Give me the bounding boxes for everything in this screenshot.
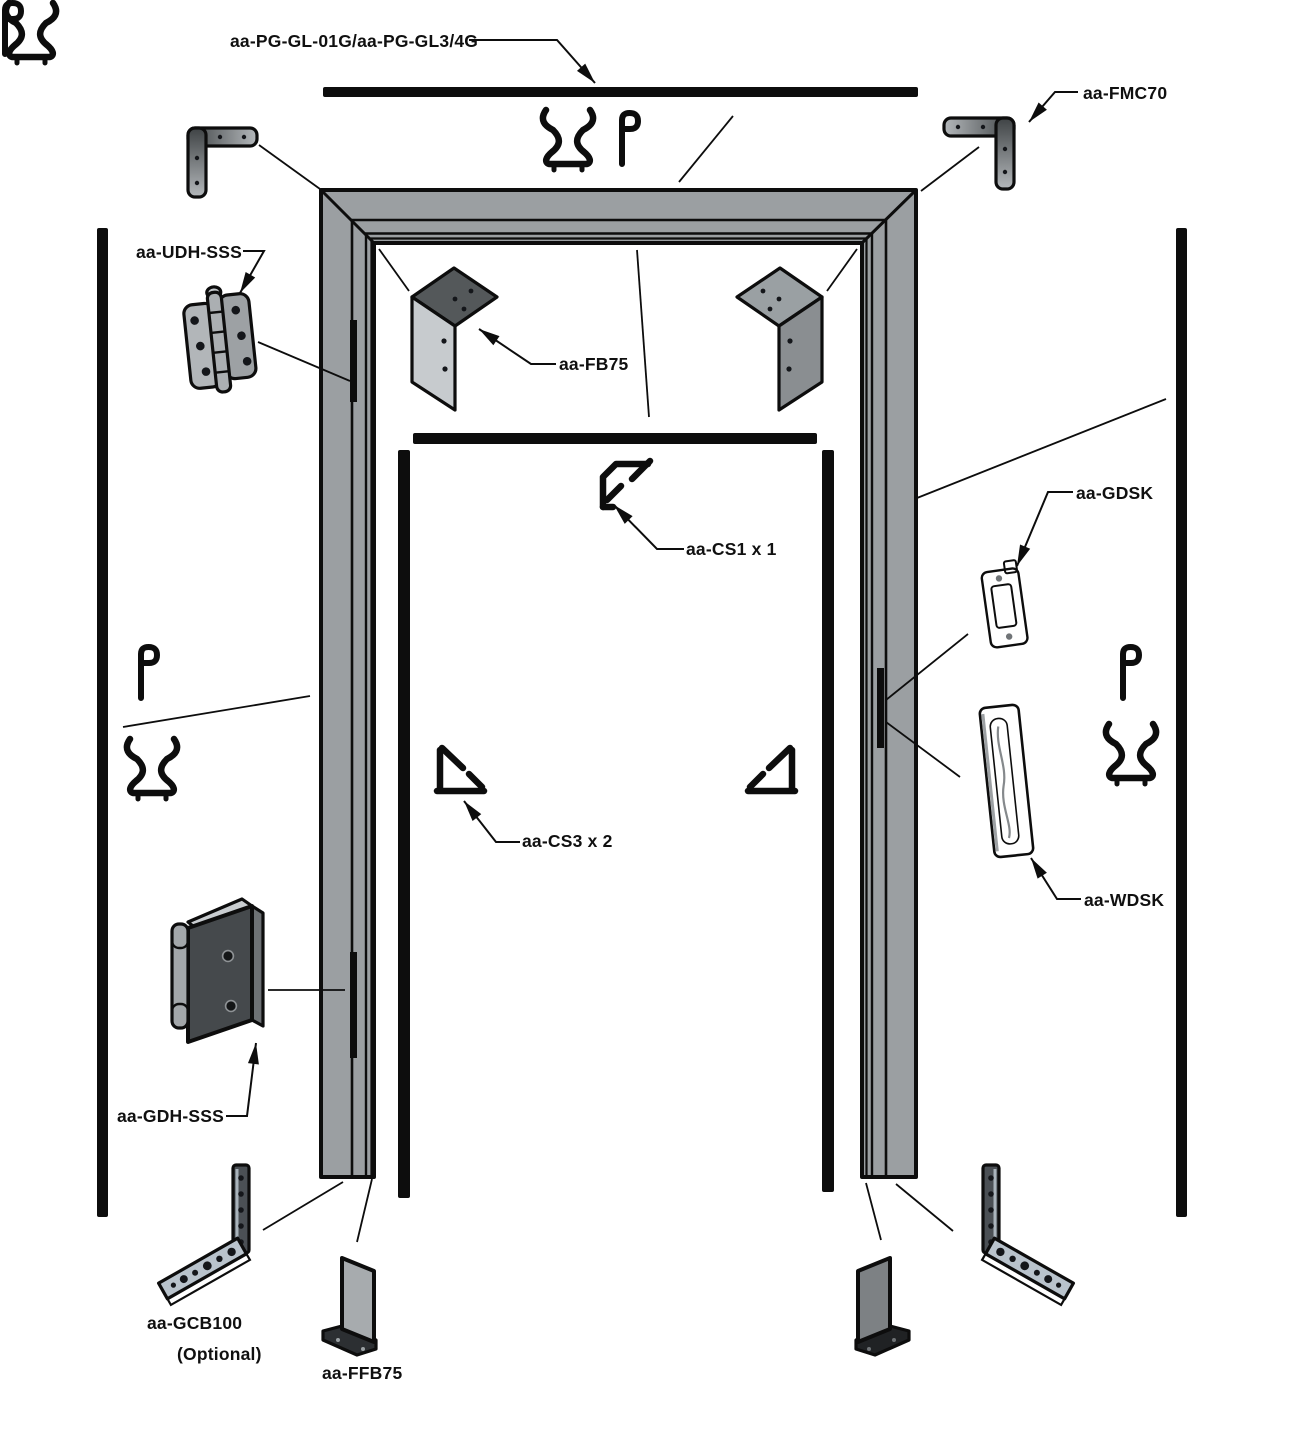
leader-corner-to-fb75-left — [378, 248, 410, 292]
gasket-p-profile-left — [141, 647, 157, 698]
label-cs1: aa-CS1 x 1 — [686, 539, 777, 559]
ffb75-bracket-right — [854, 1256, 911, 1357]
udh-hinge — [182, 285, 258, 394]
leader-fmc70-left-to-frame — [258, 144, 321, 190]
label-leaders — [226, 39, 1081, 1117]
wall-channel-left — [97, 228, 108, 1217]
gasket-p-profile-right — [1123, 647, 1139, 698]
wdsk-keep — [978, 703, 1035, 859]
leader-gasket-left — [122, 695, 311, 728]
leader-recess-to-wdsk — [885, 721, 961, 778]
door-frame — [319, 188, 918, 1179]
gdsk-keep — [980, 559, 1029, 649]
label-gcb100-optional: (Optional) — [177, 1344, 262, 1364]
leader-lines — [122, 115, 1167, 1243]
leader-corner-to-fb75-right — [826, 248, 858, 292]
fb75-bracket-right — [735, 266, 824, 412]
leader-udh-to-jamb — [257, 341, 351, 382]
wall-channel-right — [1176, 228, 1187, 1217]
leader-fmc70-label — [1028, 91, 1078, 123]
fmc70-bracket-right — [942, 116, 1016, 191]
door-leaf-outline — [398, 433, 834, 1198]
leader-jamb-to-gcb100-left — [262, 1181, 344, 1231]
leader-recess-to-gdsk — [885, 633, 969, 701]
cs3-corner-seal-right — [744, 744, 799, 795]
gasket-p-profile-icon — [2, 0, 24, 57]
label-cs3: aa-CS3 x 2 — [522, 831, 613, 851]
label-gcb100: aa-GCB100 — [147, 1313, 243, 1333]
cs3-corner-seal-left — [433, 744, 488, 795]
label-fmc70: aa-FMC70 — [1083, 83, 1168, 103]
leader-glazing-label — [469, 39, 596, 84]
gcb100-bracket-right — [980, 1163, 1075, 1307]
leader-jamb-to-ffb75-right — [865, 1182, 882, 1241]
gasket-p-profile-top — [622, 113, 638, 164]
gcb100-bracket-left — [157, 1163, 252, 1307]
label-glazing-bar: aa-PG-GL-01G/aa-PG-GL3/4G — [230, 31, 479, 51]
label-ffb75: aa-FFB75 — [322, 1363, 403, 1383]
fmc70-bracket-left — [186, 126, 259, 199]
gdh-hinge — [170, 897, 265, 1044]
ffb75-bracket-left — [321, 1256, 378, 1357]
leader-fb75-label — [478, 328, 556, 365]
leader-wdsk-label — [1030, 857, 1081, 900]
label-gdsk: aa-GDSK — [1076, 483, 1154, 503]
leader-jamb-to-ffb75-left — [356, 1178, 373, 1243]
glazing-bar — [323, 87, 918, 97]
leader-udh-label — [239, 250, 266, 294]
leader-jamb-to-gcb100-right — [895, 1183, 954, 1232]
fb75-bracket-left — [410, 266, 499, 412]
gasket-w-profile-right — [1106, 724, 1156, 784]
label-fb75: aa-FB75 — [559, 354, 629, 374]
leader-gdsk-label — [1016, 491, 1073, 567]
label-wdsk: aa-WDSK — [1084, 890, 1165, 910]
leader-head-to-door — [636, 249, 650, 418]
leader-cs3-label — [463, 800, 520, 843]
keep-recess — [877, 668, 884, 748]
hinge-recess-lower — [350, 952, 357, 1058]
label-udh-sss: aa-UDH-SSS — [136, 242, 243, 262]
leader-gasket-top — [678, 115, 734, 183]
label-gdh-sss: aa-GDH-SSS — [117, 1106, 225, 1126]
gasket-w-profile-left — [127, 739, 177, 799]
leader-gdh-label — [226, 1042, 259, 1117]
leader-jamb-to-wall-right — [916, 398, 1167, 499]
gasket-w-profile-icon — [2, 0, 60, 66]
leader-fmc70-right-to-frame — [920, 146, 980, 192]
hinge-recess-upper — [350, 320, 357, 402]
cs1-corner-seal — [599, 457, 654, 511]
gasket-w-profile-top — [543, 110, 593, 170]
leader-cs1-label — [613, 504, 684, 550]
